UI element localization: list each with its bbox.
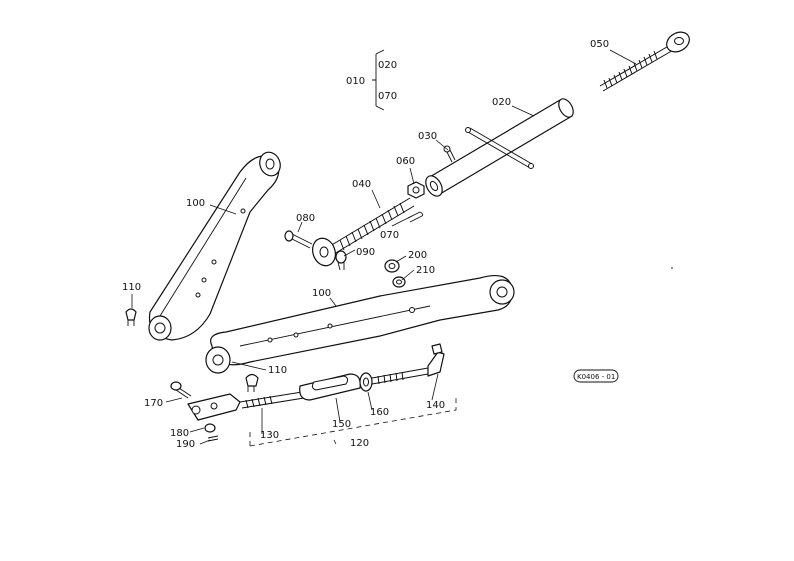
callout-030: 030 bbox=[418, 131, 437, 142]
callout-020: 020 bbox=[492, 97, 511, 108]
callout-150: 150 bbox=[332, 419, 351, 430]
part-200-nut bbox=[384, 259, 400, 273]
callout-090: 090 bbox=[356, 247, 375, 258]
part-060-nut bbox=[407, 181, 425, 199]
part-170-bolt bbox=[170, 381, 192, 399]
callout-180: 180 bbox=[170, 428, 189, 439]
callout-120: 120 bbox=[350, 438, 369, 449]
stray-mark bbox=[671, 267, 673, 269]
part-110-pin-left bbox=[125, 308, 137, 326]
part-110-pin-lower bbox=[245, 373, 259, 392]
part-040-threaded-eye bbox=[312, 197, 415, 267]
callout-010-item-020: 020 bbox=[378, 60, 397, 71]
callout-160: 160 bbox=[370, 407, 389, 418]
part-130-clevis-rod bbox=[187, 391, 305, 421]
part-100-lower-link-right bbox=[205, 275, 515, 374]
part-140-hook-rod bbox=[371, 343, 445, 385]
drawing-ref-tag: K0406 - 01 bbox=[573, 369, 619, 383]
part-080-bolt bbox=[284, 230, 313, 249]
group-120-bracket bbox=[249, 396, 457, 447]
callout-010: 010 bbox=[346, 76, 365, 87]
part-190-pin bbox=[207, 435, 219, 442]
callout-170: 170 bbox=[144, 398, 163, 409]
bracket-group-010: 010 020 070 bbox=[346, 49, 397, 111]
part-100-lower-link-left bbox=[148, 151, 281, 341]
callout-010-item-070: 070 bbox=[378, 91, 397, 102]
callout-040: 040 bbox=[352, 179, 371, 190]
leader-lines bbox=[131, 49, 637, 445]
callout-210: 210 bbox=[416, 265, 435, 276]
callout-110-lower: 110 bbox=[268, 365, 287, 376]
callout-100-upper: 100 bbox=[186, 198, 205, 209]
callout-130: 130 bbox=[260, 430, 279, 441]
drawing-ref-text: K0406 - 01 bbox=[577, 373, 615, 381]
part-160-nut bbox=[359, 372, 373, 392]
callout-100-lower: 100 bbox=[312, 288, 331, 299]
callout-070: 070 bbox=[380, 230, 399, 241]
callout-050: 050 bbox=[590, 39, 609, 50]
part-020-tube bbox=[425, 98, 574, 197]
part-150-turnbuckle bbox=[299, 373, 361, 401]
part-180-pin bbox=[204, 423, 216, 433]
callout-200: 200 bbox=[408, 250, 427, 261]
callout-060: 060 bbox=[396, 156, 415, 167]
part-050-rod-end bbox=[599, 31, 690, 92]
part-090-lockpin bbox=[335, 250, 347, 271]
callout-190: 190 bbox=[176, 439, 195, 450]
callout-110-left: 110 bbox=[122, 282, 141, 293]
callout-080: 080 bbox=[296, 213, 315, 224]
callout-140: 140 bbox=[426, 400, 445, 411]
